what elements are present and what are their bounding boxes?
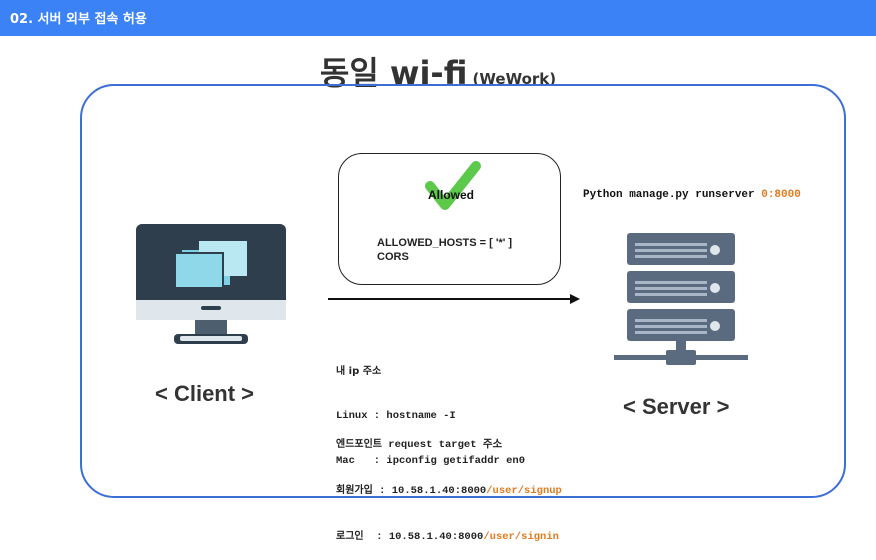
ip-heading: 내 ip 주소 [336,366,382,377]
header-title: 02. 서버 외부 접속 허용 [10,12,147,27]
endpoint-heading: 엔드포인트 request target 주소 [336,437,562,453]
endpoint-signup: 회원가입 : 10.58.1.40:8000/user/signup [336,483,562,499]
server-label: < Server > [623,394,730,419]
signin-path: /user/signin [483,531,559,543]
header-bar: 02. 서버 외부 접속 허용 [0,0,876,36]
runserver-port: 0:8000 [761,189,801,201]
endpoint-heading-en: request target 주소 [382,439,503,451]
ip-mac: Mac : ipconfig getifaddr en0 [336,455,526,467]
signup-host: : 10.58.1.40:8000 [372,485,487,497]
runserver-prefix: Python manage.py runserver [583,189,762,201]
endpoint-heading-kr: 엔드포인트 [336,439,382,450]
checkmark-icon [425,161,481,210]
allowed-hosts-line: ALLOWED_HOSTS = [ '*' ] [377,237,513,249]
ip-linux: Linux : hostname -I [336,410,456,422]
ip-info: 내 ip 주소 Linux : hostname -I Mac : ipconf… [336,334,525,484]
signin-kr: 로그인 [336,531,364,542]
title-sub: (WeWork) [472,70,557,88]
endpoint-signin: 로그인 : 10.58.1.40:8000/user/signin [336,529,562,545]
monitor-icon [136,224,286,344]
signup-kr: 회원가입 [336,485,373,496]
signup-path: /user/signup [486,485,562,497]
client-label: < Client > [155,381,255,406]
network-frame [80,84,846,498]
cors-line: CORS [377,251,409,263]
endpoint-info: 엔드포인트 request target 주소 회원가입 : 10.58.1.4… [336,407,562,560]
runserver-command: Python manage.py runserver 0:8000 [583,189,801,201]
allowed-status: Allowed [428,188,475,202]
diagram-graphics [136,161,748,365]
allowed-box [338,153,561,285]
signin-host: : 10.58.1.40:8000 [363,531,484,543]
arrow-right-icon [328,294,580,304]
allowed-config: ALLOWED_HOSTS = [ '*' ] CORS [377,236,512,264]
server-rack-icon [614,233,748,365]
